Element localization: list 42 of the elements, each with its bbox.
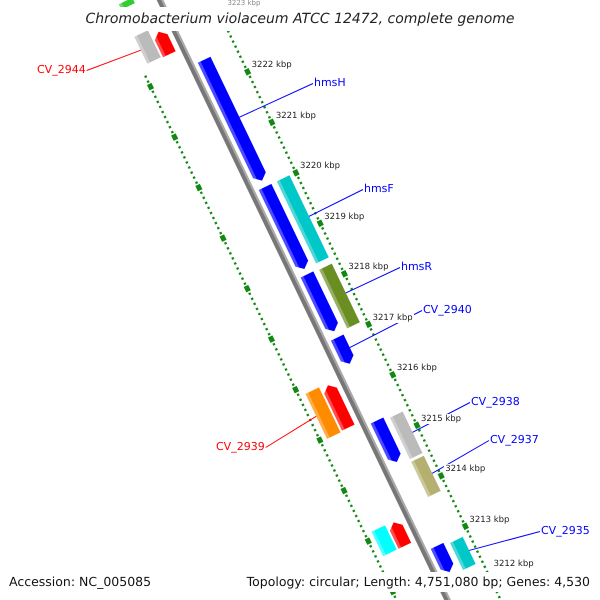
gene-block <box>258 184 308 269</box>
gene-label: hmsR <box>401 260 432 273</box>
gene-bar <box>118 0 135 10</box>
leader-line <box>265 416 317 448</box>
scale-label: 3212 kbp <box>492 559 535 569</box>
gene-label: CV_2938 <box>471 395 520 408</box>
scale-label: 3215 kbp <box>420 414 462 424</box>
leader-line <box>468 531 540 551</box>
map-title: Chromobacterium violaceum ATCC 12472, complete genome <box>84 7 516 31</box>
scale-label: 3220 kbp <box>299 161 342 172</box>
gene-label: CV_2939 <box>216 440 265 453</box>
gene-label: CV_2935 <box>541 524 590 537</box>
leader-line <box>238 83 314 118</box>
gene-bar <box>134 30 161 64</box>
scale-label: 3213 kbp <box>468 514 510 525</box>
gene-bar <box>411 456 441 497</box>
gene-bar <box>372 525 397 556</box>
scale-label: 3221 kbp <box>274 110 317 121</box>
gene-bar <box>390 412 423 460</box>
gene-label: hmsH <box>314 76 346 89</box>
gene-label: CV_2937 <box>490 433 539 446</box>
leader-line <box>432 440 490 474</box>
scale-label: 3219 kbp <box>323 212 366 222</box>
gene-label: hmsF <box>364 182 394 195</box>
scale-label: 3216 kbp <box>396 363 438 374</box>
leader-line <box>308 189 364 217</box>
gene-block <box>430 542 454 572</box>
gene-label: CV_2944 <box>37 63 86 76</box>
gene-block <box>154 32 176 58</box>
leader-line <box>86 50 142 71</box>
gene-bar <box>305 387 341 439</box>
gene-block <box>389 522 412 549</box>
gene-block <box>370 418 401 462</box>
scale-label: 3217 kbp <box>372 312 414 323</box>
gene-bar <box>450 536 476 570</box>
scale-label: 3218 kbp <box>347 262 390 272</box>
scale-label: 3214 kbp <box>444 464 486 474</box>
gene-block <box>330 334 354 364</box>
gene-label: CV_2940 <box>423 303 472 316</box>
scale-label: 3222 kbp <box>250 60 293 70</box>
gene-block <box>323 385 355 431</box>
gene-block <box>300 271 338 332</box>
